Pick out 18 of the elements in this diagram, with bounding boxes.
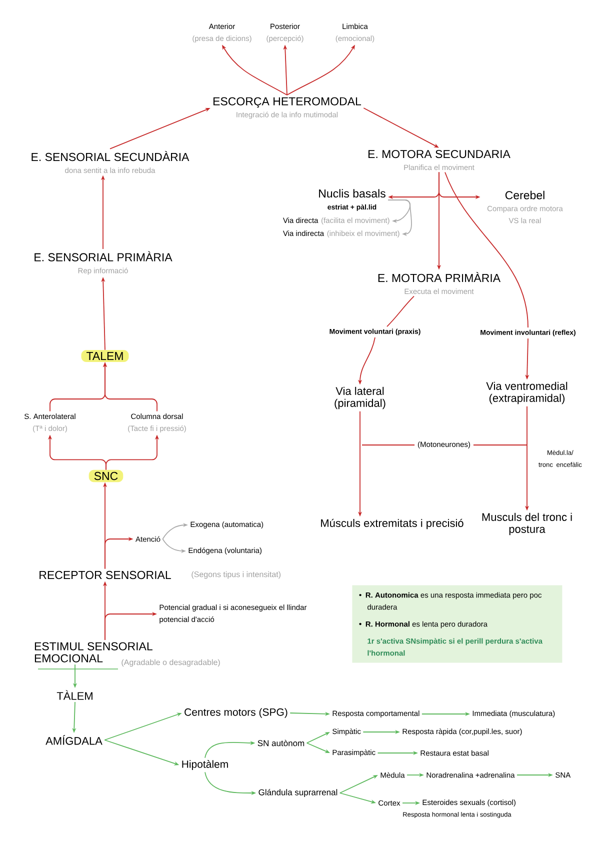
structure-label: Glándula suprarrenal bbox=[258, 789, 338, 797]
structure-label: Hipotàlem bbox=[182, 760, 228, 770]
highlighted-label: SNC bbox=[88, 470, 124, 482]
connector-line bbox=[444, 172, 528, 328]
node-note: (Agradable o desagradable) bbox=[122, 659, 220, 667]
connector-line bbox=[386, 296, 414, 327]
structure-label: AMÍGDALA bbox=[46, 735, 102, 745]
arrow bbox=[388, 200, 412, 236]
structure-label: Centres motors (SPG) bbox=[184, 708, 288, 718]
muscle-label: Musculs del tronc i postura bbox=[482, 512, 572, 536]
structure-label: TÀLEM bbox=[56, 690, 92, 700]
highlighted-label: TALEM bbox=[81, 350, 129, 362]
node-note: (Segons tipus i intensitat) bbox=[192, 571, 280, 579]
pathway-label: Via lateral (piramidal) bbox=[334, 386, 386, 410]
area-label: RECEPTOR SENSORIAL bbox=[40, 570, 171, 580]
muscle-label: Músculs extremitats i precisió bbox=[321, 518, 464, 530]
pathway-label: Via ventromedial (extrapiramidal) bbox=[486, 382, 568, 404]
structure-label: SN autònom bbox=[258, 740, 304, 746]
